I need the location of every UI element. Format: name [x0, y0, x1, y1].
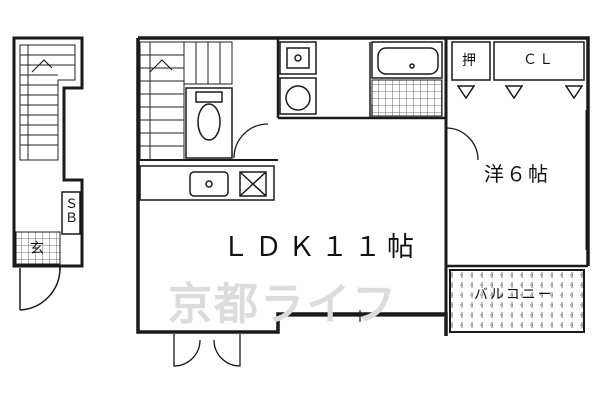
- balcony-floor: [449, 269, 585, 333]
- storage: [451, 41, 585, 100]
- washbasin-area: [279, 41, 371, 118]
- ldk-label: ＬＤＫ１１帖: [222, 232, 420, 263]
- bathroom: [371, 41, 443, 79]
- left-stairs: [19, 44, 76, 161]
- shoe-box-label: ＳＢ: [65, 197, 79, 226]
- western-room-label: 洋６帖: [484, 162, 550, 186]
- toilet: [185, 87, 233, 159]
- kitchen-counter: [139, 165, 275, 201]
- western-door[interactable]: [445, 127, 479, 161]
- balcony-window[interactable]: [280, 310, 444, 322]
- ldk-doors[interactable]: [173, 334, 241, 367]
- bathroom-door[interactable]: [320, 104, 373, 119]
- entrance-label: 玄: [30, 241, 46, 257]
- watermark: 京都ライフ: [168, 279, 398, 330]
- shoe-box: [61, 191, 81, 235]
- toilet-door[interactable]: [233, 123, 269, 159]
- entrance-door[interactable]: [19, 266, 61, 311]
- stair-unit: [12, 36, 84, 268]
- entrance-tiles: [15, 231, 61, 265]
- main-walls: [136, 36, 590, 336]
- main-stairs: [139, 41, 233, 161]
- bathroom-tiles: [371, 79, 443, 117]
- closet-label: ＣＬ: [523, 52, 555, 68]
- oshiire-label: 押: [462, 53, 478, 69]
- balcony-label: バルコニー: [474, 287, 554, 303]
